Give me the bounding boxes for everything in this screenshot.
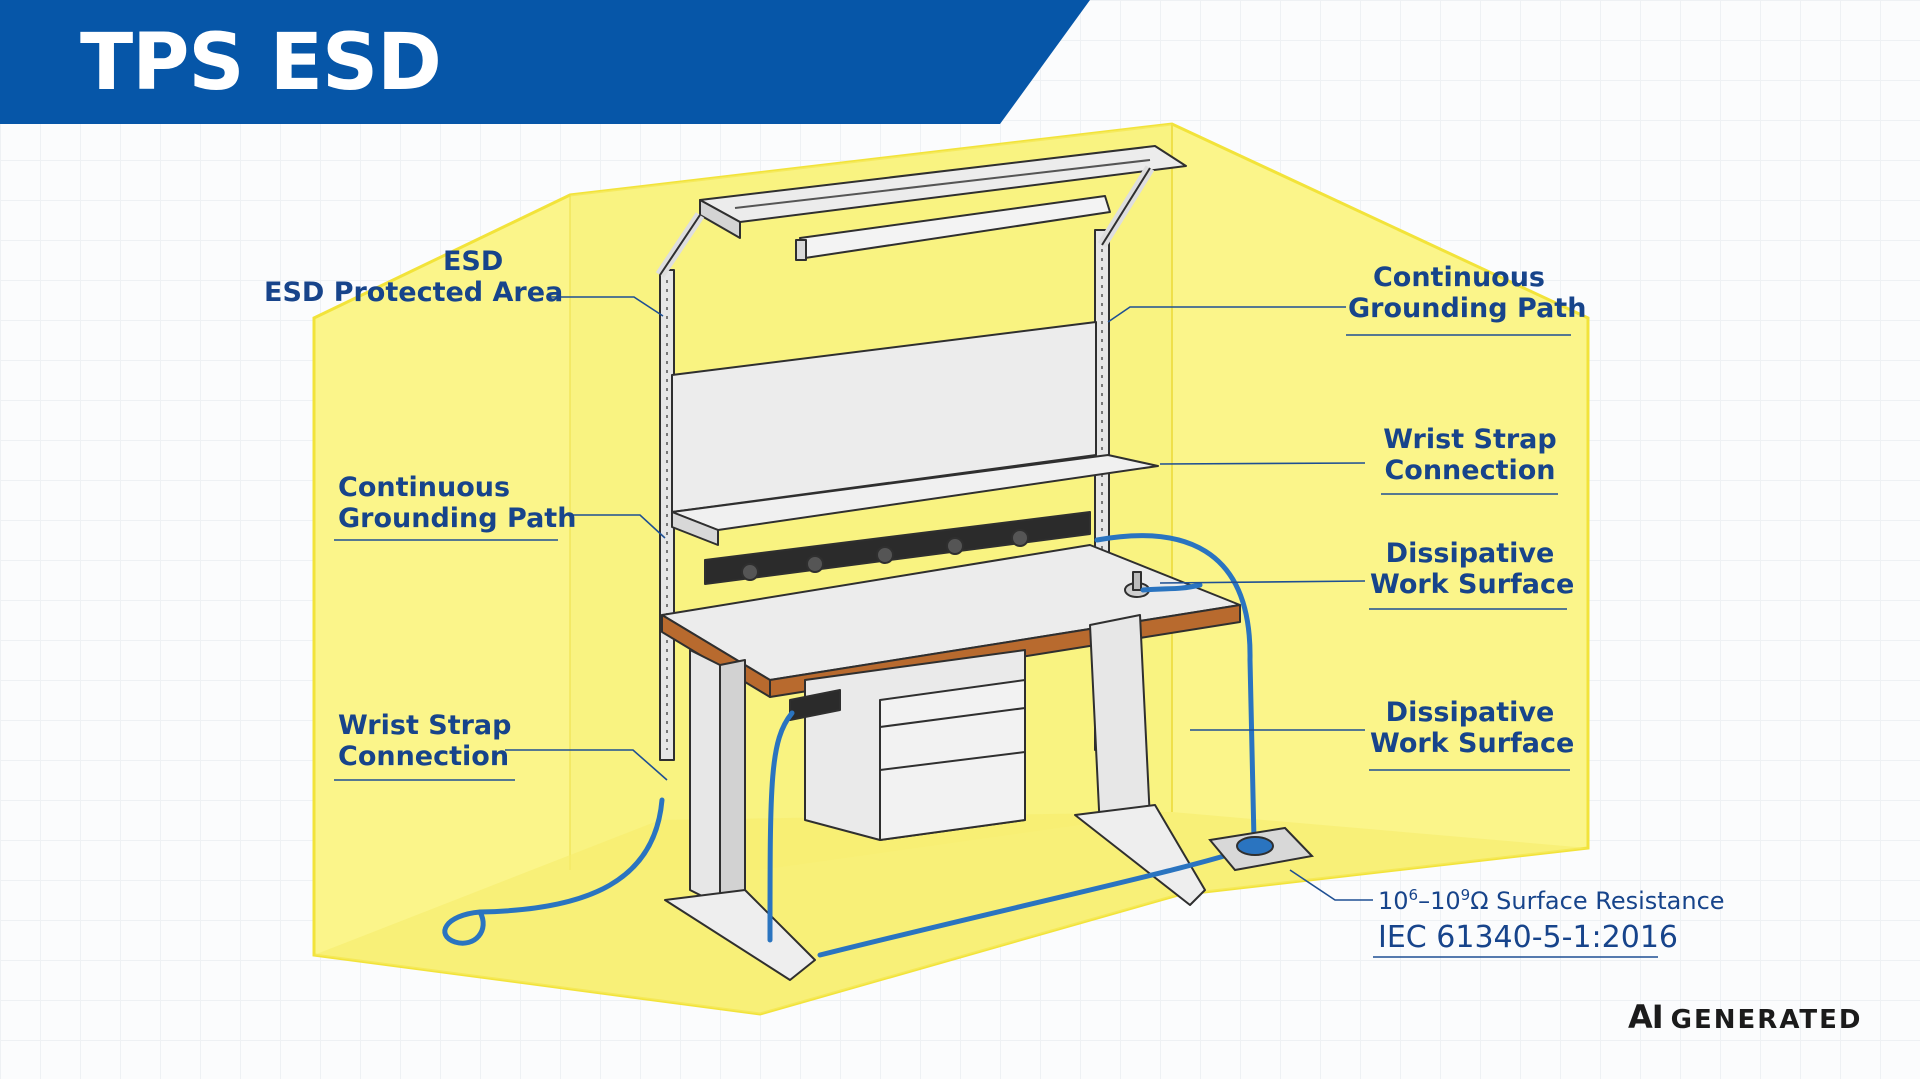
label-wrist-strap-right: Wrist Strap Connection [1370,424,1570,486]
label-esd-line2: ESD Protected Area [264,277,564,308]
callout-leader-lines [505,296,1373,901]
label-grounding-left-line1: Continuous [338,472,511,503]
label-dissipative-surface-top: Dissipative Work Surface [1370,538,1575,600]
ground-point-icon [1208,826,1315,872]
label-dissipative-surface-bottom: Dissipative Work Surface [1370,697,1575,759]
badge-generated: GENERATED [1670,1005,1863,1035]
label-grounding-right-line2: Grounding Path [1348,293,1587,324]
label-esd-protected-area: ESD ESD Protected Area [264,246,563,308]
spec-base: 10 [1378,887,1409,915]
label-esd-line1: ESD [442,246,504,277]
spec-exp1: 6 [1408,886,1419,904]
header-banner [0,0,1090,124]
label-wrist-left-line1: Wrist Strap [338,710,512,741]
badge-ai: AI [1628,998,1664,1036]
spec-dash: –10 [1418,887,1461,915]
label-dissipative-bottom-line1: Dissipative [1385,697,1555,728]
label-grounding-right-line1: Continuous [1372,262,1546,293]
label-wrist-strap-left: Wrist Strap Connection [338,710,511,772]
label-wrist-left-line2: Connection [338,741,510,772]
workbench [655,145,1241,981]
label-wrist-right-line2: Connection [1384,455,1556,486]
spec-exp2: 9 [1460,886,1471,904]
callout-underlines [334,334,1658,958]
label-grounding-path-left: Continuous Grounding Path [338,472,576,534]
spec-unit-text: Ω Surface Resistance [1470,887,1725,915]
page-title: TPS ESD [80,18,442,108]
surface-resistance-spec: 106–109Ω Surface Resistance [1378,886,1725,915]
label-dissipative-bottom-line2: Work Surface [1370,728,1575,759]
label-grounding-path-right: Continuous Grounding Path [1348,262,1587,324]
iec-standard-spec: IEC 61340-5-1:2016 [1378,920,1678,955]
label-grounding-left-line2: Grounding Path [338,503,577,534]
label-dissipative-top-line2: Work Surface [1370,569,1575,600]
label-dissipative-top-line1: Dissipative [1385,538,1555,569]
label-wrist-right-line1: Wrist Strap [1383,424,1557,455]
